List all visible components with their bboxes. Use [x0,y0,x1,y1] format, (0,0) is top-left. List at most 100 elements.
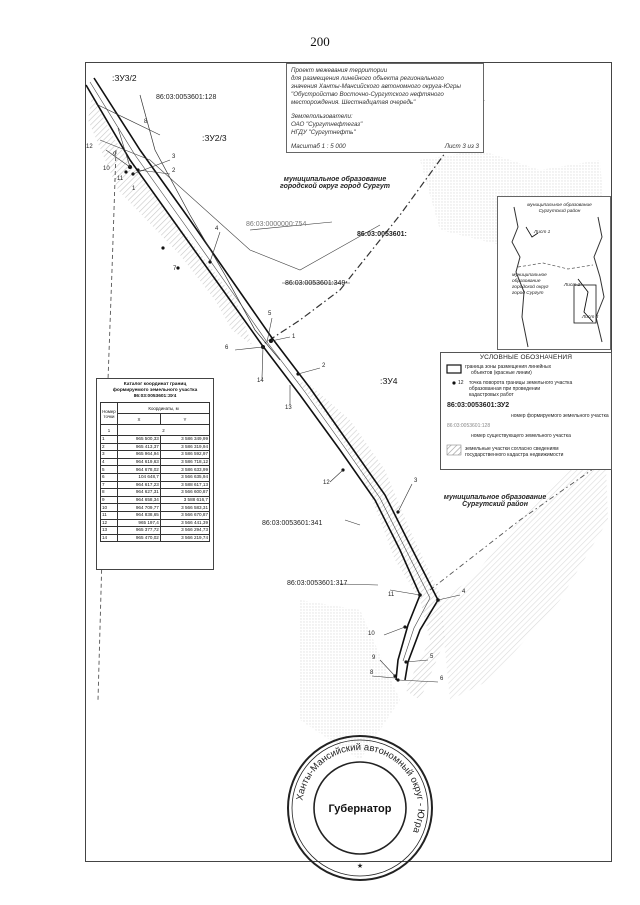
coordinate-catalog: Каталог координат границ формируемого зе… [96,378,214,570]
legend-item-existing-parcel: номер существующего земельного участка [471,433,571,439]
cadastral-number-317: 86:03:0053601:317 [287,580,348,587]
existing-parcel-right [440,440,608,700]
cell-x: 964 678,02 [117,465,161,474]
cell-x: 964 658,34 [117,495,161,505]
municipality-district-label: муниципальное образование Сургутский рай… [415,494,575,508]
inset-district-line1: муниципальное образование [527,203,592,208]
cell-x: 964 838,65 [117,510,161,520]
cell-point-number: 11 [100,510,118,520]
corridor-boundary-right [93,77,439,681]
cell-y: 3 566 294,73 [159,526,211,535]
cell-point-number: 7 [100,480,118,490]
cadastral-number-754: 86:03:0000000:754 [246,221,307,228]
existing-parcel-line-2 [99,139,381,271]
sheet-number: Лист 3 из 3 [444,143,479,150]
municipality-district-line1: муниципальное образование [443,494,547,501]
title-line: Проект межевания территории [291,67,388,74]
municipal-boundary-2 [97,149,117,701]
legend-item-cadastre: земельные участки согласно сведениям [465,446,559,452]
point-number: 2 [172,168,176,174]
cell-y: 3 566 600,87 [159,488,211,497]
cadastral-number-349: 86:03:0053601:349 [285,280,346,287]
municipal-boundary-3 [429,459,607,591]
title-block: Проект межевания территории для размещен… [286,63,484,153]
cell-point-number: 14 [100,533,118,543]
legend-item-new-parcel-code: 86:03:0053601:ЗУ2 [447,402,510,409]
seal-star-icon: ★ [357,862,363,870]
cadastral-number-341: 86:03:0053601:341 [262,520,323,527]
inset-city-line3: городской округ [512,285,549,290]
col-point-number: Номер точки [100,402,118,425]
legend-item-turning-point: точка поворота границы земельного участк… [469,380,573,386]
point-number: 10 [103,166,110,172]
cadastral-number-0053601: 86:03:0053601: [357,231,407,238]
point-number: 1 [292,334,296,340]
point-number: 3 [414,478,418,484]
cell-point-number: 10 [100,503,118,512]
title-line: для размещения линейного объекта региона… [291,75,444,82]
point-number: 10 [368,631,375,637]
overview-inset-map: муниципальное образование Сургутский рай… [497,196,611,350]
legend-item-existing-parcel-code: 86:03:0053601:128 [447,423,491,429]
title-line: месторождения. Шестнадцатая очередь" [291,99,416,106]
parcel-label-zu32: :ЗУ3/2 [112,73,137,83]
point-number: 9 [113,152,117,158]
cell-x: 104 648,7 [117,472,161,482]
inset-city-line4: город Сургут [512,291,544,296]
municipality-district-line2: Сургутский район [462,501,528,508]
turning-point [161,246,165,250]
col-index: 2 [117,424,210,436]
cell-y: 3 586 349,99 [159,435,211,444]
legend-item-zone-boundary: граница зоны размещения линейных [465,364,552,370]
point-number: 5 [430,654,434,660]
point-number: 11 [117,176,124,182]
legend-title: УСЛОВНЫЕ ОБОЗНАЧЕНИЯ [479,354,573,361]
point-number: 5 [268,311,272,317]
point-number: 8 [144,119,148,125]
cell-x: 965 197,4 [117,518,161,528]
cell-y: 3 586 592,97 [159,450,211,459]
seal-center-text: Губернатор [328,803,391,815]
point-number: 4 [462,589,466,595]
cell-y: 3 566 441,39 [159,518,211,528]
parcel-label-zu23: :ЗУ2/3 [202,133,227,143]
cell-point-number: 5 [100,465,118,474]
legend-item-zone-boundary-2: объектов (красные линии) [471,370,532,376]
cell-y: 3 586 718,12 [159,457,211,467]
seal-ring-text: Ханты-Мансийский автономный округ - Югра [295,742,427,835]
land-user: ОАО "Сургутнефтегаз" [291,121,363,128]
cell-point-number: 1 [100,435,118,444]
cell-y: 3 566 219,74 [159,533,211,543]
existing-parcel-line [139,94,281,361]
inset-city-line1: муниципальное [512,273,547,278]
cell-point-number: 12 [100,518,118,528]
point-number: 6 [225,345,229,351]
cell-y: 3 586 633,99 [159,465,211,474]
cadastral-number-128: 86:03:0053601:128 [156,94,217,101]
legend-item-turning-point-3: кадастровых работ [469,392,514,398]
cell-point-number: 6 [100,472,118,482]
point-number: 3 [172,154,176,160]
inset-sheet-1: Лист 1 [534,230,551,235]
cell-x: 965 500,33 [117,435,161,444]
map-legend: УСЛОВНЫЕ ОБОЗНАЧЕНИЯ граница зоны размещ… [440,352,612,470]
point-number: 11 [388,592,395,598]
legend-item-cadastre-2: государственного кадастра недвижимости [465,452,564,458]
cell-x: 965 413,37 [117,442,161,452]
title-line: "Обустройство Восточно-Сургутского нефтя… [291,91,444,98]
point-number: 14 [257,378,264,384]
cell-point-number: 13 [100,526,118,535]
cell-point-number: 8 [100,488,118,497]
existing-parcel-bottom [300,600,400,760]
cell-y: 3 566 670,87 [159,510,211,520]
cell-x: 965 964,94 [117,450,161,459]
